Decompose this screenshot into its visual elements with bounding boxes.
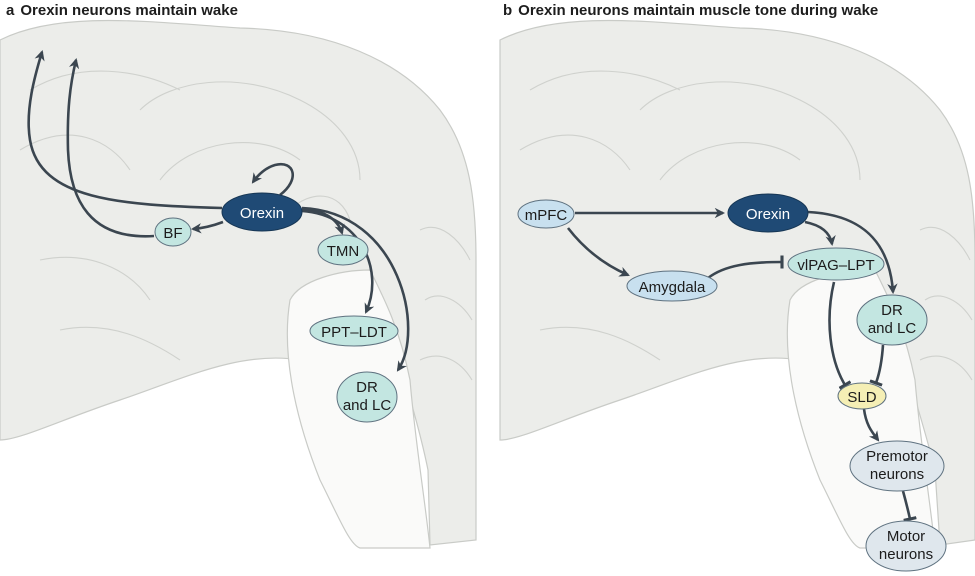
node-orexin-a: Orexin — [221, 192, 303, 232]
arrow-orexin-to-dr-lc — [301, 206, 410, 372]
node-label: Amygdala — [639, 279, 706, 296]
node-label: BF — [163, 225, 182, 242]
arrow-orexin-to-cortex-1 — [27, 50, 223, 210]
inhibit-vlpag-to-sld — [828, 281, 852, 390]
node-mpfc: mPFC — [517, 199, 575, 229]
panel-a-title: a Orexin neurons maintain wake — [6, 2, 238, 19]
node-label: mPFC — [525, 207, 568, 224]
inhibit-amygdala-to-vlpag — [707, 255, 784, 280]
node-label: PPT–LDT — [321, 324, 387, 341]
node-label: DR — [881, 302, 903, 319]
node-label: TMN — [327, 243, 360, 260]
node-label: SLD — [847, 389, 876, 406]
arrow-orexin-to-vlpag — [804, 220, 836, 247]
panel-b-title-text: Orexin neurons maintain muscle tone duri… — [518, 2, 879, 19]
node-label: Orexin — [240, 205, 284, 222]
panel-a-letter: a — [6, 2, 15, 19]
inhibit-dr-lc-to-sld — [869, 344, 885, 387]
node-sld: SLD — [837, 382, 887, 410]
node-label: and LC — [343, 397, 392, 414]
panel-a-connections — [27, 50, 410, 372]
panel-a-title-text: Orexin neurons maintain wake — [20, 2, 238, 19]
node-label: Premotor — [866, 448, 928, 465]
node-label: neurons — [870, 466, 924, 483]
inhibit-premotor-to-motor — [901, 490, 917, 522]
arrow-orexin-to-dr-lc-b — [807, 210, 898, 295]
panel-b-letter: b — [503, 2, 513, 19]
node-orexin-b: Orexin — [727, 193, 809, 233]
node-bf: BF — [154, 217, 192, 247]
arrow-orexin-self-loop — [251, 162, 295, 197]
node-amygdala: Amygdala — [626, 270, 718, 302]
arrow-mpfc-to-amygdala — [566, 227, 630, 277]
node-label: vlPAG–LPT — [797, 257, 874, 274]
node-tmn: TMN — [317, 234, 369, 266]
arrow-sld-to-premotor — [862, 408, 880, 442]
node-label: DR — [356, 379, 378, 396]
panel-a-brain-illustration — [0, 19, 477, 549]
node-vlpag-lpt: vlPAG–LPT — [787, 247, 885, 281]
node-dr-lc-b: DR and LC — [856, 294, 928, 346]
arrow-orexin-to-bf — [190, 220, 224, 234]
node-label: neurons — [879, 546, 933, 563]
arrow-bf-to-cortex — [66, 57, 155, 238]
node-dr-lc-a: DR and LC — [336, 371, 398, 423]
panel-b-title: b Orexin neurons maintain muscle tone dur… — [503, 2, 878, 19]
node-label: and LC — [868, 320, 917, 337]
node-label: Orexin — [746, 206, 790, 223]
node-ppt-ldt: PPT–LDT — [309, 315, 399, 347]
node-label: Motor — [887, 528, 925, 545]
node-motor-neurons: Motor neurons — [865, 520, 947, 572]
panel-b-connections — [566, 207, 917, 522]
node-premotor-neurons: Premotor neurons — [849, 440, 945, 492]
